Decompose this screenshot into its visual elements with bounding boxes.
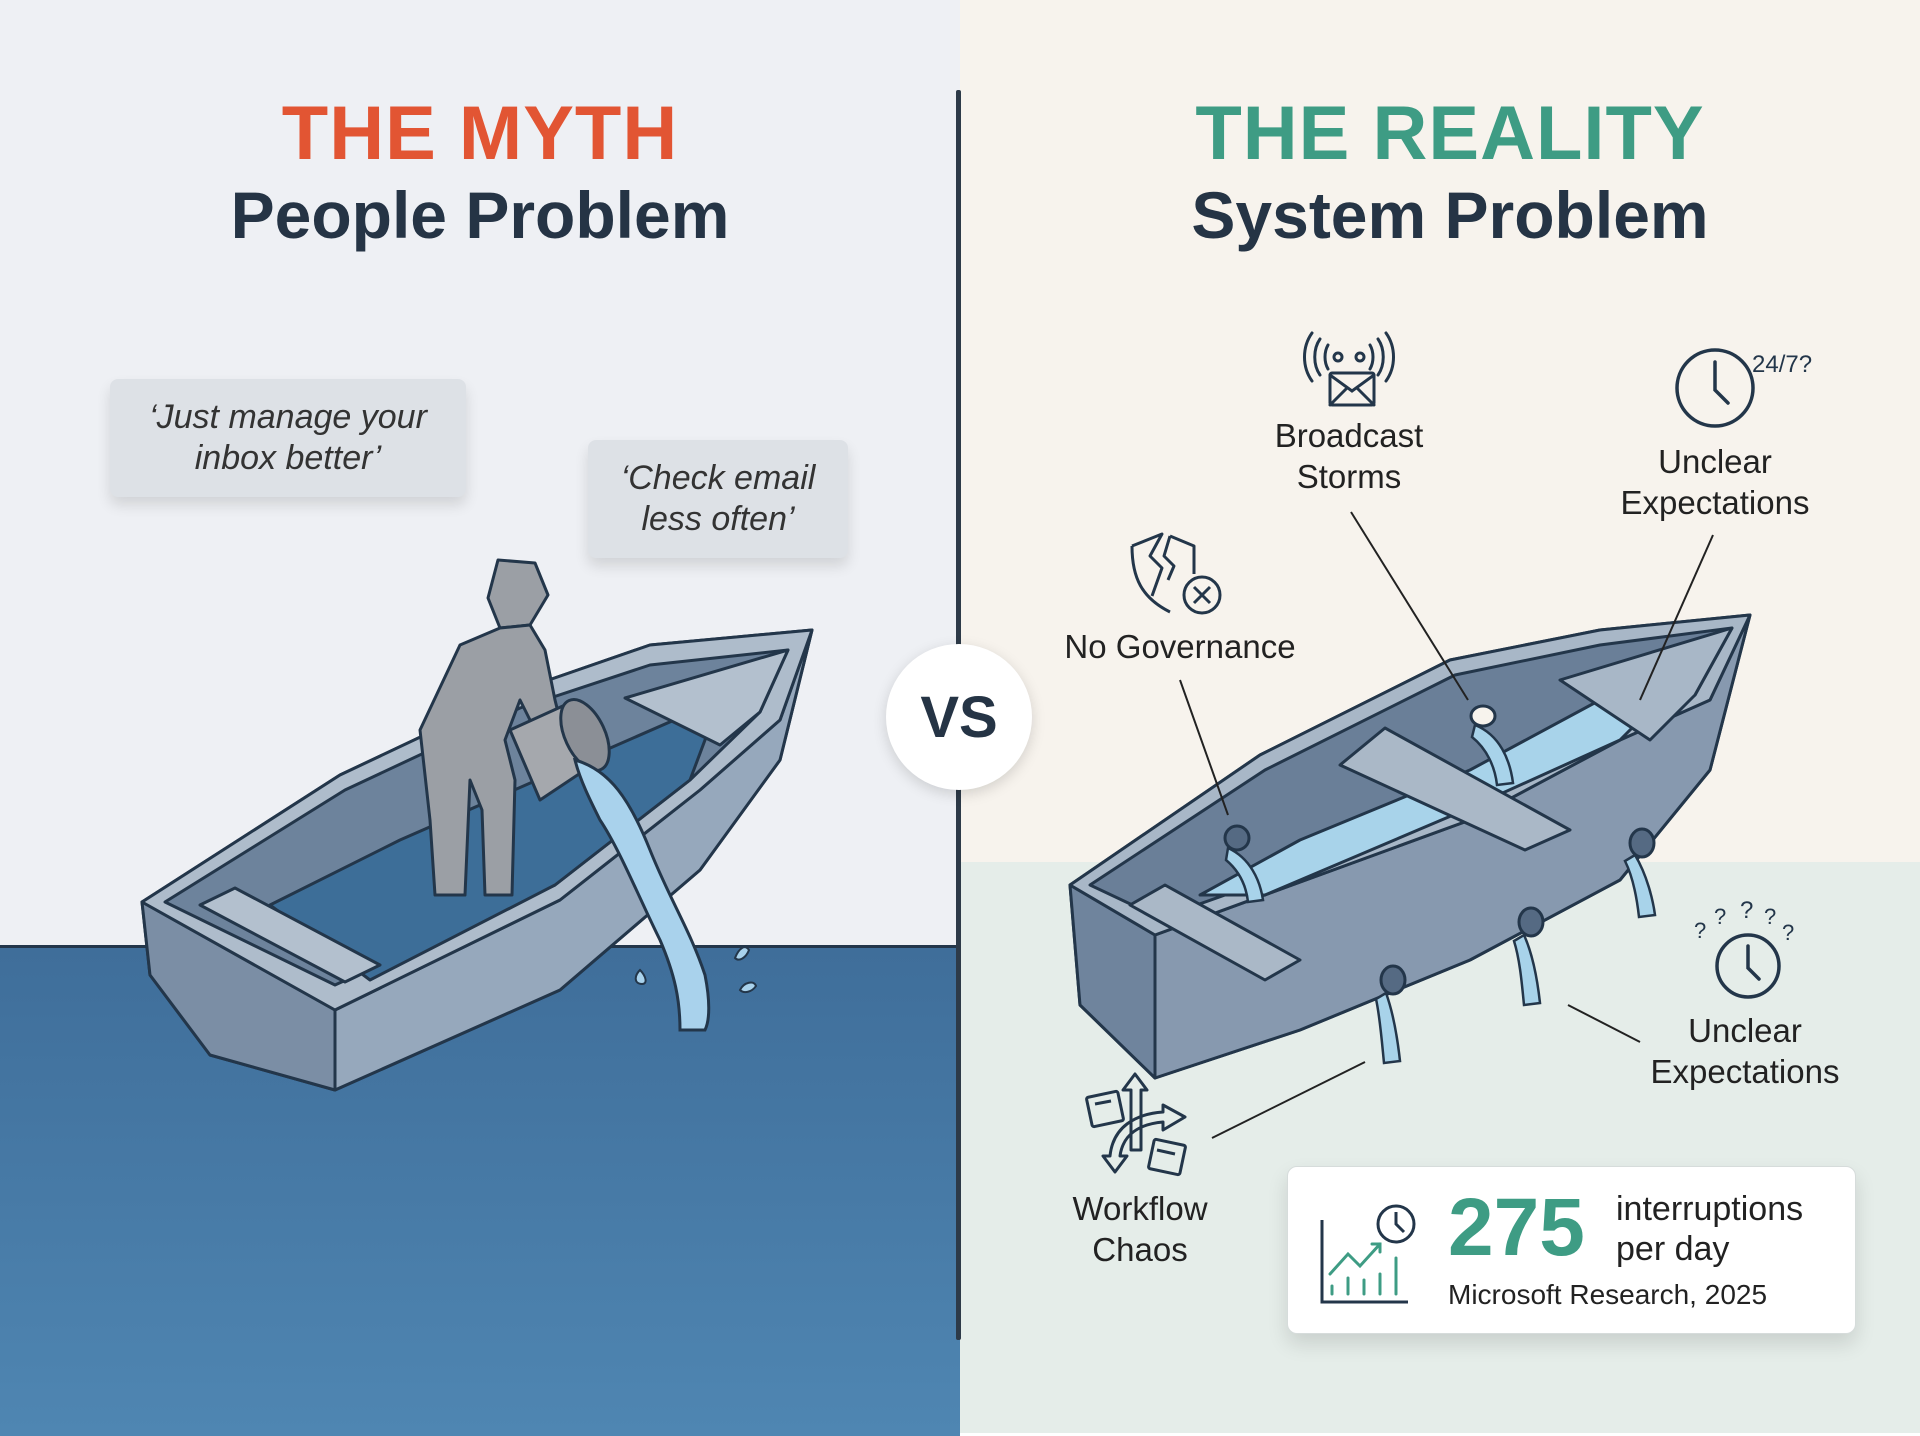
svg-text:?: ?: [1782, 920, 1794, 945]
quote-card: ‘Check email less often’: [588, 440, 848, 558]
callout-line: Expectations: [1620, 484, 1810, 522]
stat-value: 275: [1448, 1182, 1585, 1273]
callout-line: No Governance: [1064, 628, 1296, 665]
callout-line: Unclear: [1688, 1012, 1802, 1049]
svg-text:?: ?: [1764, 904, 1776, 929]
callout-line: Chaos: [1092, 1231, 1188, 1269]
callout-broadcast-storms: Broadcast Storms: [1238, 415, 1460, 498]
reality-kicker: THE REALITY: [1195, 91, 1705, 176]
callout-line: Unclear: [1658, 443, 1772, 480]
clock-question-icon: ? ? ? ? ?: [1690, 897, 1800, 1000]
svg-text:?: ?: [1714, 904, 1726, 929]
chart-clock-icon: [1316, 1202, 1416, 1304]
broken-shield-icon: [1130, 530, 1225, 620]
clock-24-7-icon: 24/7?: [1670, 345, 1820, 435]
workflow-chaos-icon: [1085, 1072, 1195, 1182]
stat-source: Microsoft Research, 2025: [1448, 1279, 1768, 1310]
myth-kicker: THE MYTH: [281, 91, 679, 176]
callout-line: Broadcast: [1274, 417, 1424, 454]
callout-line: Workflow: [1072, 1190, 1208, 1227]
broadcast-envelope-icon: [1294, 325, 1404, 410]
svg-text:?: ?: [1694, 918, 1706, 943]
myth-subtitle: People Problem: [230, 178, 730, 252]
callout-unclear-expectations-top: Unclear Expectations: [1600, 441, 1830, 524]
callout-workflow-chaos: Workflow Chaos: [1030, 1188, 1250, 1271]
callout-line: Expectations: [1650, 1053, 1840, 1091]
quote-card: ‘Just manage your inbox better’: [110, 379, 466, 497]
stat-unit-line: per day: [1616, 1230, 1730, 1269]
callout-no-governance: No Governance: [1040, 626, 1320, 667]
reality-subtitle: System Problem: [1191, 178, 1709, 252]
quote-line: ‘Just manage your: [149, 398, 427, 436]
callout-unclear-expectations-bottom: Unclear Expectations: [1630, 1010, 1860, 1093]
svg-text:24/7?: 24/7?: [1752, 351, 1812, 378]
stat-unit-line: interruptions: [1616, 1190, 1804, 1228]
quote-line: ‘Check email: [620, 459, 816, 497]
quote-line: inbox better’: [194, 438, 382, 477]
svg-text:?: ?: [1740, 897, 1753, 924]
callout-line: Storms: [1296, 458, 1402, 496]
stat-unit: interruptions per day: [1616, 1189, 1803, 1269]
stat-card: 275 interruptions per day Microsoft Rese…: [1287, 1166, 1856, 1334]
quote-line: less often’: [641, 499, 795, 538]
myth-panel: [0, 0, 960, 1436]
myth-heading: THE MYTH People Problem: [0, 91, 960, 252]
reality-heading: THE REALITY System Problem: [960, 91, 1920, 252]
bailing-boat-illustration: [0, 0, 960, 1433]
vs-badge: VS: [886, 644, 1032, 790]
